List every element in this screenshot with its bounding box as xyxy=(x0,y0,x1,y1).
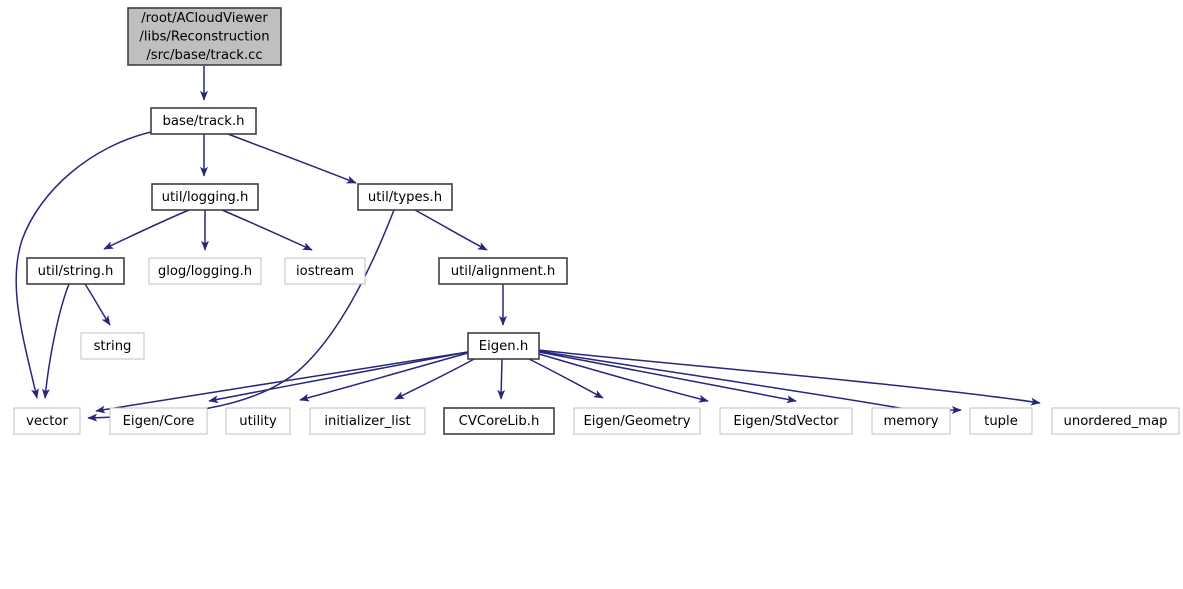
edge-logging_h-to-iostream xyxy=(221,209,313,251)
node-utility[interactable]: utility xyxy=(225,407,291,435)
node-iostream[interactable]: iostream xyxy=(284,257,366,285)
node-init_list[interactable]: initializer_list xyxy=(309,407,426,435)
node-box-utility[interactable] xyxy=(225,407,291,435)
node-vector[interactable]: vector xyxy=(13,407,81,435)
node-label-root: /root/ACloudViewer xyxy=(141,11,268,26)
node-root[interactable]: /root/ACloudViewer/libs/Reconstruction/s… xyxy=(127,7,282,66)
node-label-memory: memory xyxy=(883,414,938,429)
node-label-glog: glog/logging.h xyxy=(158,264,252,279)
node-label-vector: vector xyxy=(26,414,68,429)
node-label-tuple: tuple xyxy=(984,414,1018,429)
node-box-types_h[interactable] xyxy=(357,183,453,211)
node-box-init_list[interactable] xyxy=(309,407,426,435)
node-box-eigen_geom[interactable] xyxy=(573,407,701,435)
node-label-eigen_h: Eigen.h xyxy=(479,339,528,354)
edge-string_h-to-vector xyxy=(41,283,70,399)
node-eigen_h[interactable]: Eigen.h xyxy=(467,332,540,360)
node-types_h[interactable]: util/types.h xyxy=(357,183,453,211)
node-string[interactable]: string xyxy=(80,332,145,360)
node-box-eigen_h[interactable] xyxy=(467,332,540,360)
node-label-root: /src/base/track.cc xyxy=(146,48,262,63)
node-label-init_list: initializer_list xyxy=(324,414,410,429)
edge-eigen_h-to-eigen_core xyxy=(208,351,469,404)
node-label-unordered: unordered_map xyxy=(1064,414,1168,429)
node-box-alignment_h[interactable] xyxy=(438,257,568,285)
node-memory[interactable]: memory xyxy=(871,407,951,435)
edge-eigen_h-to-eigen_stdvec xyxy=(538,353,709,403)
node-box-unordered[interactable] xyxy=(1051,407,1180,435)
edge-eigen_h-to-cvcorelib xyxy=(497,358,506,400)
node-box-logging_h[interactable] xyxy=(151,183,259,211)
node-eigen_core[interactable]: Eigen/Core xyxy=(109,407,208,435)
node-box-root[interactable] xyxy=(127,7,282,66)
node-logging_h[interactable]: util/logging.h xyxy=(151,183,259,211)
node-eigen_stdvec[interactable]: Eigen/StdVector xyxy=(719,407,853,435)
node-label-eigen_geom: Eigen/Geometry xyxy=(583,414,690,429)
node-label-iostream: iostream xyxy=(296,264,354,279)
node-label-track_h: base/track.h xyxy=(163,114,245,129)
node-box-string_h[interactable] xyxy=(26,257,125,285)
node-label-logging_h: util/logging.h xyxy=(162,190,249,205)
node-string_h[interactable]: util/string.h xyxy=(26,257,125,285)
node-unordered[interactable]: unordered_map xyxy=(1051,407,1180,435)
node-label-eigen_core: Eigen/Core xyxy=(123,414,195,429)
edge-logging_h-to-string_h xyxy=(103,209,190,250)
node-label-alignment_h: util/alignment.h xyxy=(451,264,555,279)
node-box-eigen_core[interactable] xyxy=(109,407,208,435)
node-label-cvcorelib: CVCoreLib.h xyxy=(459,414,540,429)
node-box-cvcorelib[interactable] xyxy=(443,407,555,435)
node-box-track_h[interactable] xyxy=(150,107,257,135)
edge-eigen_h-to-tuple xyxy=(538,350,962,415)
node-cvcorelib[interactable]: CVCoreLib.h xyxy=(443,407,555,435)
node-tuple[interactable]: tuple xyxy=(969,407,1033,435)
node-alignment_h[interactable]: util/alignment.h xyxy=(438,257,568,285)
node-label-string_h: util/string.h xyxy=(38,264,114,279)
edge-eigen_h-to-utility xyxy=(299,352,469,402)
node-glog[interactable]: glog/logging.h xyxy=(148,257,262,285)
node-label-string: string xyxy=(94,339,132,354)
edge-types_h-to-alignment_h xyxy=(414,209,488,251)
edge-track_h-to-types_h xyxy=(227,133,357,184)
edge-track_h-to-vector xyxy=(15,131,152,399)
node-box-string[interactable] xyxy=(80,332,145,360)
node-track_h[interactable]: base/track.h xyxy=(150,107,257,135)
node-label-utility: utility xyxy=(239,414,277,429)
node-layer: /root/ACloudViewer/libs/Reconstruction/s… xyxy=(13,7,1180,435)
edge-eigen_h-to-init_list xyxy=(394,357,477,400)
edge-layer xyxy=(15,66,1041,422)
edge-eigen_h-to-eigen_geom xyxy=(528,358,604,399)
node-box-vector[interactable] xyxy=(13,407,81,435)
node-box-memory[interactable] xyxy=(871,407,951,435)
edge-eigen_h-to-memory xyxy=(538,351,797,404)
node-eigen_geom[interactable]: Eigen/Geometry xyxy=(573,407,701,435)
node-box-iostream[interactable] xyxy=(284,257,366,285)
node-label-types_h: util/types.h xyxy=(368,190,442,205)
node-label-eigen_stdvec: Eigen/StdVector xyxy=(733,414,839,429)
node-box-eigen_stdvec[interactable] xyxy=(719,407,853,435)
edge-eigen_h-to-vector xyxy=(95,351,469,414)
node-box-glog[interactable] xyxy=(148,257,262,285)
node-box-tuple[interactable] xyxy=(969,407,1033,435)
node-label-root: /libs/Reconstruction xyxy=(139,30,269,45)
edge-eigen_h-to-unordered xyxy=(538,349,1041,406)
edge-string_h-to-string xyxy=(84,283,111,326)
